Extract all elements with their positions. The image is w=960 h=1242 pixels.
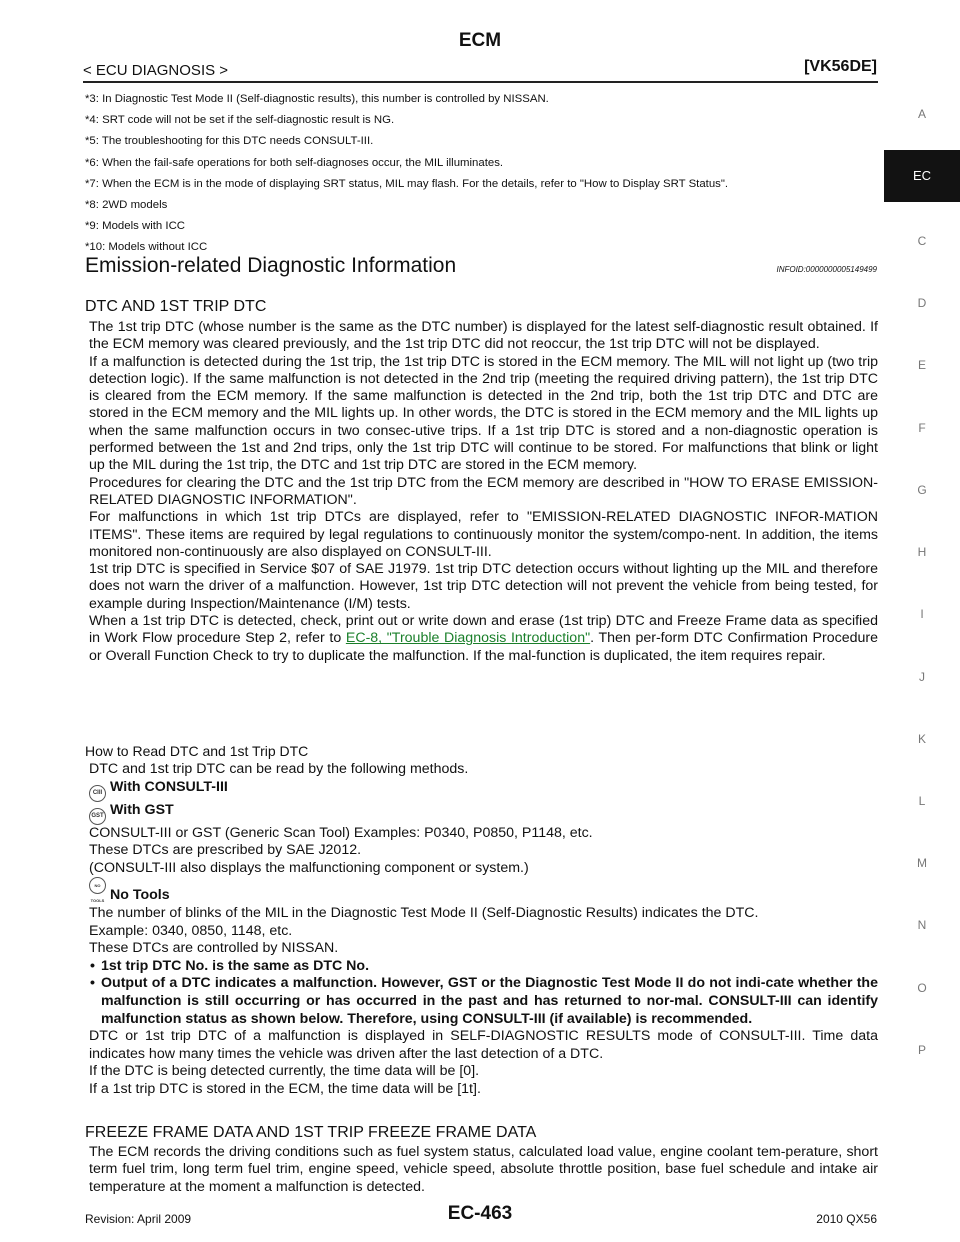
footnote: *3: In Diagnostic Test Mode II (Self-dia…: [85, 93, 549, 105]
side-index-letter[interactable]: P: [917, 1043, 926, 1057]
bullet-list: 1st trip DTC No. is the same as DTC No. …: [89, 958, 878, 1028]
side-index-letter[interactable]: J: [919, 670, 925, 684]
footnote: *6: When the fail-safe operations for bo…: [85, 156, 504, 169]
engine-code: [VK56DE]: [804, 58, 877, 75]
list-item: Output of a DTC indicates a malfunction.…: [89, 975, 878, 1028]
side-index-letter[interactable]: E: [917, 358, 926, 372]
breadcrumb: < ECU DIAGNOSIS >: [83, 62, 229, 79]
paragraph: When a 1st trip DTC is detected, check, …: [89, 613, 878, 665]
paragraph: These DTCs are prescribed by SAE J2012.: [89, 842, 362, 859]
read-body: DTC and 1st trip DTC can be read by the …: [89, 761, 878, 1099]
info-id: INFOID:0000000005149499: [776, 265, 877, 274]
page-number: EC-463: [447, 1203, 513, 1224]
paragraph: DTC and 1st trip DTC can be read by the …: [89, 761, 469, 777]
side-index-active-tab[interactable]: EC: [884, 150, 960, 202]
gst-icon: GST: [89, 807, 106, 825]
read-heading: How to Read DTC and 1st Trip DTC: [85, 743, 309, 759]
freeze-body: The ECM records the driving conditions s…: [89, 1144, 878, 1196]
side-index-letter[interactable]: L: [918, 794, 926, 808]
list-item: 1st trip DTC No. is the same as DTC No.: [89, 958, 878, 976]
footnote: *10: Models without ICC: [85, 241, 208, 254]
paragraph: Procedures for clearing the DTC and the …: [89, 474, 878, 508]
paragraph: If a 1st trip DTC is stored in the ECM, …: [89, 1080, 481, 1097]
trouble-diagnosis-link[interactable]: EC-8, "Trouble Diagnosis Introduction": [345, 630, 591, 647]
side-index-letter[interactable]: I: [920, 607, 924, 621]
footnote: *8: 2WD models: [85, 199, 168, 212]
text: . Then per-form DTC Confirmation Procedu…: [89, 630, 879, 664]
side-index-letter[interactable]: K: [917, 732, 926, 746]
dtc-heading: DTC AND 1ST TRIP DTC: [85, 298, 267, 315]
page-title: ECM: [458, 30, 502, 51]
paragraph: If the DTC is being detected currently, …: [89, 1063, 480, 1080]
footnotes: *3: In Diagnostic Test Mode II (Self-dia…: [85, 89, 885, 259]
paragraph: CONSULT-III or GST (Generic Scan Tool) E…: [89, 824, 593, 841]
side-index-letter[interactable]: N: [917, 918, 927, 932]
side-index-letter[interactable]: O: [917, 981, 927, 995]
dtc-body: The 1st trip DTC (whose number is the sa…: [89, 319, 878, 665]
footnote: *5: The troubleshooting for this DTC nee…: [85, 135, 374, 148]
footer-model: 2010 QX56: [816, 1212, 877, 1226]
paragraph: DTC or 1st trip DTC of a malfunction is …: [89, 1028, 878, 1062]
section-heading: Emission-related Diagnostic Information: [85, 254, 457, 277]
side-index-letter[interactable]: D: [917, 296, 927, 310]
paragraph: The number of blinks of the MIL in the D…: [89, 904, 759, 921]
footnote: *4: SRT code will not be set if the self…: [85, 114, 395, 127]
paragraph: (CONSULT-III also displays the malfuncti…: [89, 859, 529, 876]
text: When a 1st trip DTC is detected, check, …: [89, 613, 878, 647]
side-index-letter[interactable]: F: [918, 421, 926, 435]
no-tools-icon: NO TOOLS: [89, 877, 106, 903]
paragraph: For malfunctions in which 1st trip DTCs …: [89, 509, 878, 560]
footnote: *7: When the ECM is in the mode of displ…: [85, 177, 729, 190]
freeze-heading: FREEZE FRAME DATA AND 1ST TRIP FREEZE FR…: [85, 1124, 537, 1141]
paragraph: If a malfunction is detected during the …: [89, 353, 878, 474]
side-index-letter[interactable]: G: [917, 483, 927, 497]
side-index-letter[interactable]: M: [917, 856, 927, 870]
paragraph: 1st trip DTC is specified in Service $07…: [89, 561, 878, 612]
consult-iii-icon: CIII: [89, 784, 106, 802]
footnote: *9: Models with ICC: [85, 220, 186, 233]
method-label: No Tools: [110, 887, 170, 904]
paragraph: These DTCs are controlled by NISSAN.: [89, 940, 339, 957]
method-label: With GST: [110, 801, 174, 818]
paragraph: Example: 0340, 0850, 1148, etc.: [89, 922, 293, 939]
side-index-letter[interactable]: H: [917, 545, 927, 559]
header-divider: [83, 81, 878, 83]
method-label: With CONSULT-III: [110, 778, 228, 795]
side-index-letter[interactable]: C: [917, 234, 927, 248]
paragraph: The 1st trip DTC (whose number is the sa…: [89, 319, 878, 353]
paragraph: The ECM records the driving conditions s…: [89, 1144, 878, 1195]
footer-revision: Revision: April 2009: [85, 1212, 192, 1226]
side-index-letter[interactable]: A: [917, 107, 926, 121]
